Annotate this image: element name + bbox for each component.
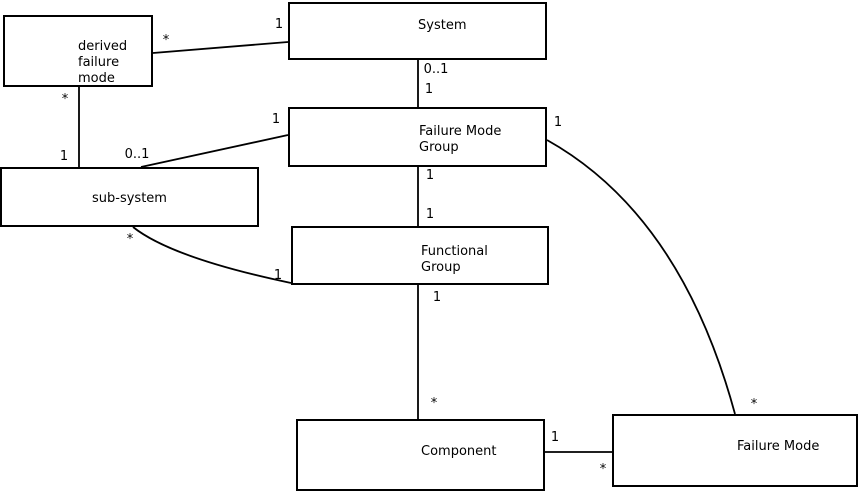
multiplicity-functional-group-component-source: 1 [432,290,442,305]
entity-label-line: derived [78,39,128,54]
multiplicity-derived-failure-mode-system-source: * [162,33,170,48]
multiplicity-failure-mode-group-failure-mode-target: * [750,397,758,412]
multiplicity-component-failure-mode-target: * [599,462,607,477]
multiplicity-failure-mode-group-functional-group-target: 1 [425,207,435,222]
entity-label: System [418,18,467,33]
entity-derived-failure-mode: derived failure mode [3,15,153,87]
entity-component: Component [296,419,545,491]
connector-derived-failure-mode-system [152,41,289,54]
entity-label-line: Functional [421,244,488,259]
entity-label: derived failure mode [78,39,127,87]
entity-label-line: mode [78,71,115,86]
entity-label: sub-system [92,191,167,206]
entity-label-line: Failure Mode [419,124,502,139]
entity-label-line: failure [78,55,120,70]
entity-label: Failure Mode [737,439,820,454]
entity-sub-system: sub-system [0,167,259,227]
entity-label: Component [421,444,497,459]
entity-label-line: Group [419,140,459,155]
connector-failure-mode-group-failure-mode [546,139,736,415]
entity-label: Failure Mode Group [419,124,501,156]
multiplicity-sub-system-functional-group-target: 1 [273,268,283,283]
multiplicity-failure-mode-group-functional-group-source: 1 [425,168,435,183]
entity-failure-mode-group: Failure Mode Group [288,107,547,167]
entity-functional-group: Functional Group [291,226,549,285]
multiplicity-derived-failure-mode-system-target: 1 [274,17,284,32]
multiplicity-failure-mode-group-failure-mode-source: 1 [553,115,563,130]
multiplicity-system-failure-mode-group-source: 0..1 [423,62,449,77]
connector-sub-system-failure-mode-group [140,134,289,168]
multiplicity-sub-system-failure-mode-group-source: 0..1 [124,147,150,162]
multiplicity-component-failure-mode-source: 1 [550,430,560,445]
multiplicity-derived-failure-mode-sub-system-source: * [61,92,69,107]
multiplicity-sub-system-functional-group-source: * [126,232,134,247]
entity-label-line: Group [421,260,461,275]
connector-sub-system-functional-group [132,226,292,284]
multiplicity-derived-failure-mode-sub-system-target: 1 [59,149,69,164]
entity-failure-mode: Failure Mode [612,414,858,487]
entity-system: System [288,2,547,60]
multiplicity-sub-system-failure-mode-group-target: 1 [271,112,281,127]
multiplicity-system-failure-mode-group-target: 1 [424,82,434,97]
entity-label: Functional Group [421,244,488,276]
multiplicity-functional-group-component-target: * [430,396,438,411]
